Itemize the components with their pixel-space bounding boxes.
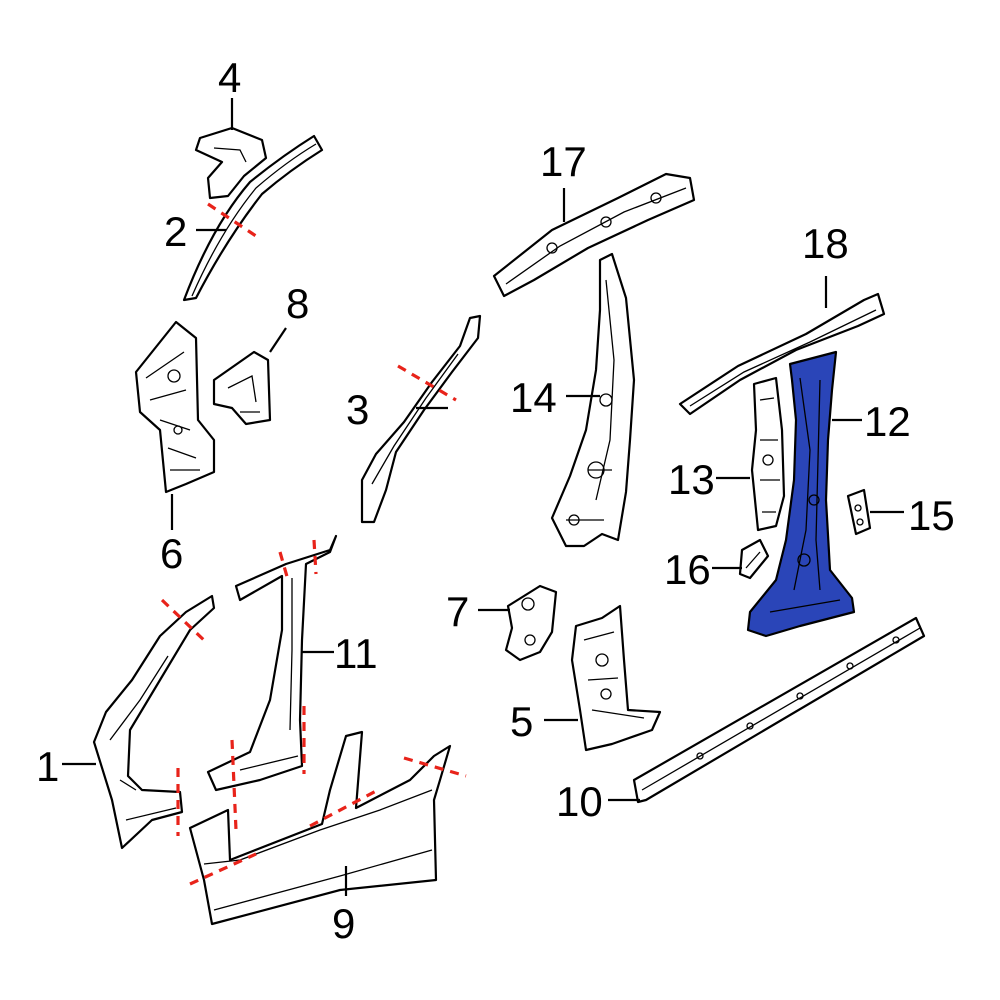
part-6[interactable]: [134, 320, 216, 494]
part-17[interactable]: [492, 172, 696, 298]
part-12-highlighted[interactable]: [746, 350, 856, 638]
callout-14: 14: [510, 374, 557, 421]
cut-line-11b: [312, 539, 318, 575]
part-14[interactable]: [550, 252, 636, 548]
callout-5: 5: [510, 698, 533, 745]
callout-2: 2: [164, 208, 187, 255]
cut-line-11a: [278, 551, 290, 581]
callout-10: 10: [556, 778, 603, 825]
part-15[interactable]: [846, 488, 872, 536]
part-16[interactable]: [738, 538, 770, 580]
cut-line-9b: [189, 852, 257, 886]
cut-line-2: [207, 202, 257, 238]
callout-4: 4: [218, 54, 241, 101]
cut-line-1a: [160, 598, 210, 646]
part-18[interactable]: [678, 292, 886, 416]
part-2[interactable]: [182, 134, 324, 302]
callout-8: 8: [286, 280, 309, 327]
part-7[interactable]: [504, 584, 558, 662]
callout-6: 6: [160, 530, 183, 577]
part-5[interactable]: [570, 604, 662, 752]
callout-13: 13: [668, 456, 715, 503]
callout-9: 9: [332, 900, 355, 947]
callout-12: 12: [864, 398, 911, 445]
callout-18: 18: [802, 220, 849, 267]
callout-16: 16: [664, 546, 711, 593]
part-12-body: [746, 350, 856, 638]
callout-11: 11: [334, 630, 378, 677]
part-3[interactable]: [360, 314, 482, 524]
part-11[interactable]: [206, 534, 338, 792]
callout-1: 1: [36, 743, 59, 790]
callout-labels: 1 2 3 4 5 6 7 8 9 10 11 12 13 14 15 16 1…: [36, 54, 955, 947]
part-9[interactable]: [188, 730, 452, 926]
callout-17: 17: [540, 138, 587, 185]
callout-3: 3: [346, 386, 369, 433]
part-13[interactable]: [750, 376, 786, 532]
cut-line-3: [397, 364, 457, 402]
part-10[interactable]: [632, 616, 926, 804]
leader-lines: [62, 98, 904, 896]
cut-line-9c: [309, 788, 379, 828]
callout-7: 7: [446, 588, 469, 635]
callout-15: 15: [908, 492, 955, 539]
part-4[interactable]: [194, 126, 268, 200]
part-1[interactable]: [92, 594, 216, 850]
cut-line-9d: [403, 756, 467, 778]
part-8[interactable]: [212, 350, 272, 426]
